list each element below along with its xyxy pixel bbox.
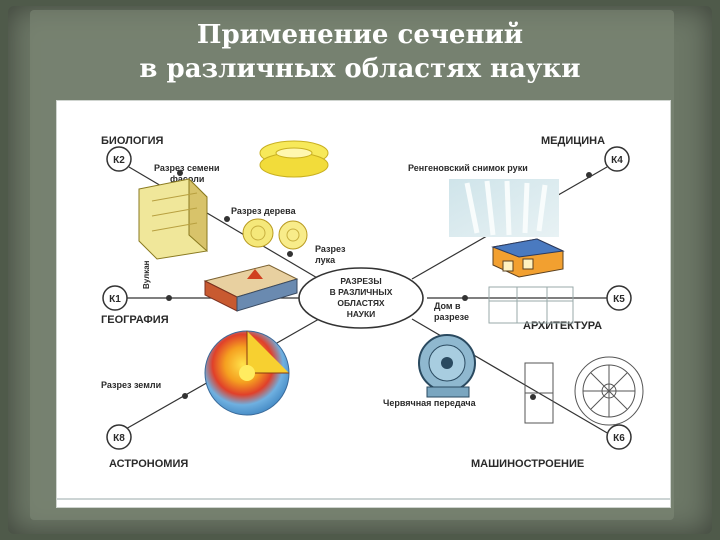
- house-illustration: [491, 238, 565, 278]
- svg-text:К5: К5: [613, 294, 625, 305]
- connector-dots: [166, 170, 592, 400]
- center-line-4: НАУКИ: [347, 309, 376, 319]
- area-biology: БИОЛОГИЯ: [101, 135, 164, 147]
- slide-title: Применение сечений в различных областях …: [0, 18, 720, 86]
- center-node: РАЗРЕЗЫ В РАЗЛИЧНЫХ ОБЛАСТЯХ НАУКИ: [298, 267, 424, 329]
- area-medicine: МЕДИЦИНА: [541, 135, 605, 147]
- svg-text:К1: К1: [109, 294, 121, 305]
- code-k8: К8: [106, 424, 132, 450]
- xray-illustration: [449, 179, 559, 237]
- label-seed-1: Разрез семени: [154, 163, 219, 173]
- label-tree: Разрез дерева: [231, 206, 297, 216]
- mind-map: К2 К4 К1 К5 К8 К6 БИОЛОГИЯ МЕДИЦИНА ГЕОГ…: [57, 135, 670, 500]
- label-worm-gear: Червячная передача: [383, 398, 477, 408]
- center-line-2: В РАЗЛИЧНЫХ: [330, 287, 393, 297]
- svg-text:К2: К2: [113, 155, 125, 166]
- volcano-illustration: [203, 264, 299, 312]
- label-house-2: разрезе: [434, 312, 469, 322]
- gear-drawing: [524, 356, 644, 426]
- svg-text:К4: К4: [611, 155, 623, 166]
- code-k2: К2: [106, 146, 132, 172]
- title-line-1: Применение сечений: [196, 20, 524, 50]
- code-k5: К5: [606, 285, 632, 311]
- tree-cut-illustration: [242, 218, 308, 250]
- label-onion-1: Разрез: [315, 244, 346, 254]
- svg-text:К8: К8: [113, 433, 125, 444]
- area-architecture: АРХИТЕКТУРА: [523, 320, 602, 332]
- worm-gear-illustration: [418, 334, 476, 398]
- bean-seed-illustration: [138, 177, 208, 260]
- area-astronomy: АСТРОНОМИЯ: [109, 458, 188, 470]
- area-geography: ГЕОГРАФИЯ: [101, 314, 169, 326]
- label-house-1: Дом в: [434, 301, 461, 311]
- blueprint-illustration: [488, 286, 574, 324]
- earth-cut-illustration: [204, 330, 290, 416]
- svg-text:К6: К6: [613, 433, 625, 444]
- label-onion-2: лука: [315, 255, 336, 265]
- ring-illustration: [259, 140, 329, 178]
- code-k6: К6: [606, 424, 632, 450]
- label-earth: Разрез земли: [101, 380, 161, 390]
- area-engineering: МАШИНОСТРОЕНИЕ: [471, 458, 584, 470]
- diagram-panel: К2 К4 К1 К5 К8 К6 БИОЛОГИЯ МЕДИЦИНА ГЕОГ…: [56, 100, 671, 508]
- code-k1: К1: [102, 285, 128, 311]
- label-xray: Ренгеновский снимок руки: [408, 163, 528, 173]
- title-line-2: в различных областях науки: [139, 54, 581, 84]
- code-k4: К4: [604, 146, 630, 172]
- label-volcano: Вулкан: [142, 260, 151, 289]
- center-line-1: РАЗРЕЗЫ: [340, 276, 381, 286]
- center-line-3: ОБЛАСТЯХ: [337, 298, 385, 308]
